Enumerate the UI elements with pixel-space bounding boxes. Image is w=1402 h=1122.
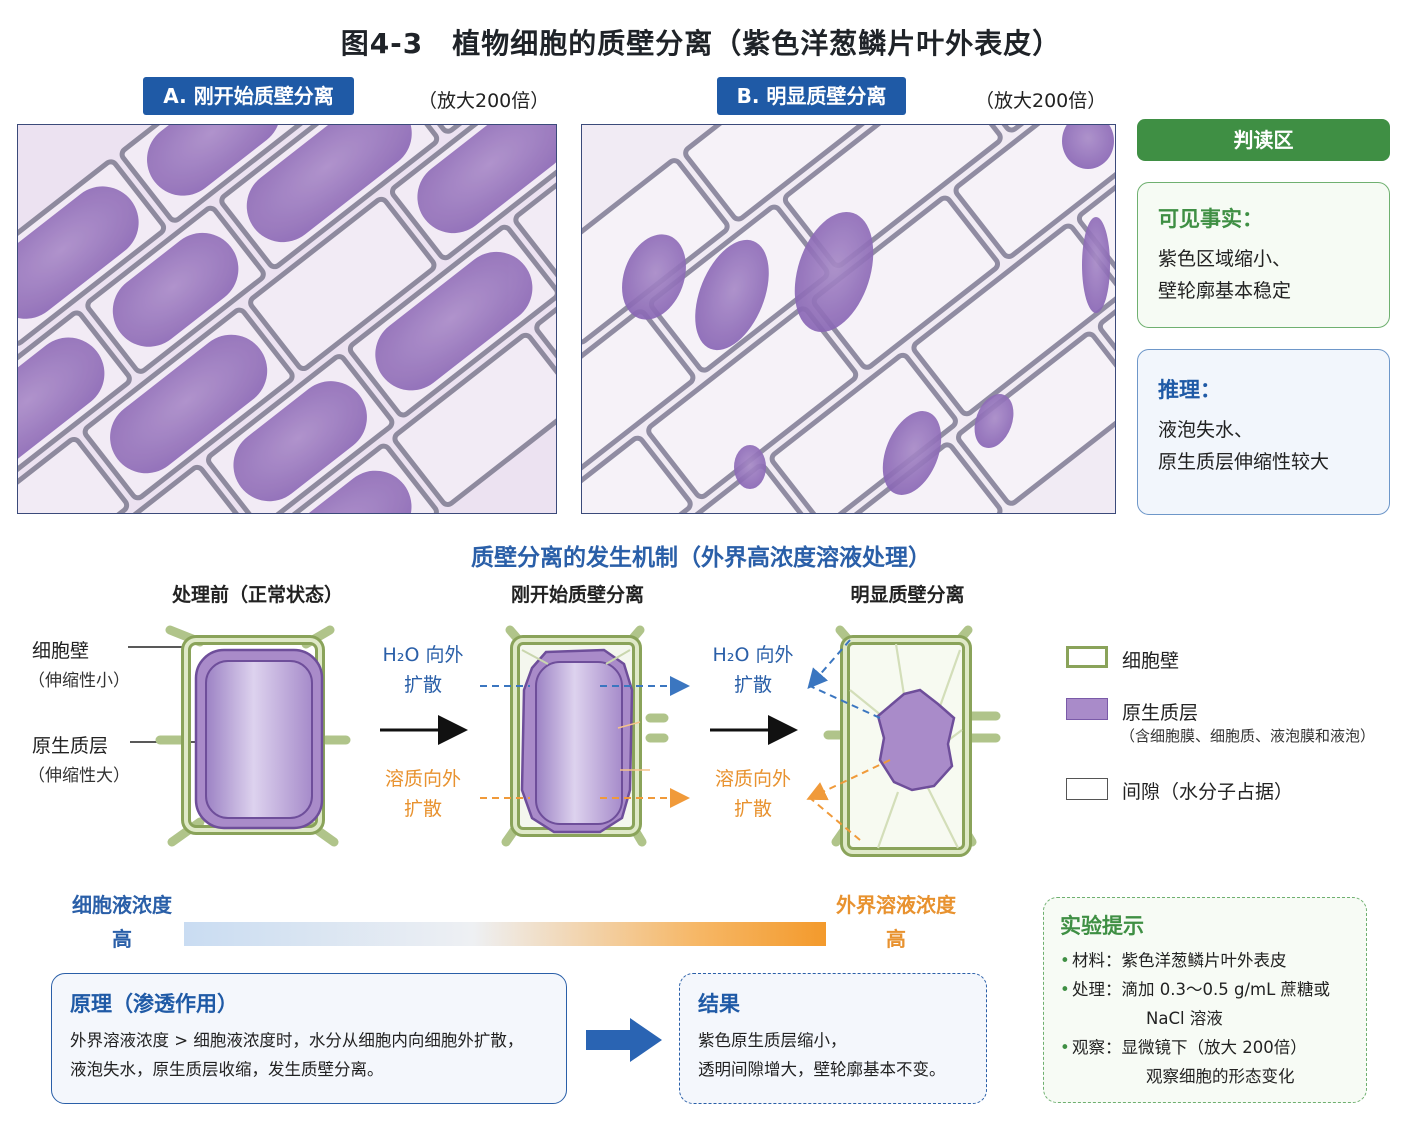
hint-continuation: NaCl 溶液 xyxy=(1146,1009,1223,1028)
hint-item: • 观察： 显微镜下（放大 200倍） xyxy=(1060,1033,1350,1062)
bullet-icon: • xyxy=(1060,1038,1070,1057)
hint-continuation: 观察细胞的形态变化 xyxy=(1146,1067,1295,1086)
facts-line: 紫色区域缩小、 xyxy=(1158,248,1292,270)
legend-protoplast: 原生质层 xyxy=(1122,702,1199,724)
hint-item: • 材料： 紫色洋葱鳞片叶外表皮 xyxy=(1060,946,1350,975)
right-arrow-icon xyxy=(586,1018,662,1062)
label-cell-wall-sub: （伸缩性小） xyxy=(28,671,130,691)
hint-title: 实验提示 xyxy=(1060,914,1144,938)
solute-flow-line: 溶质向外 xyxy=(384,768,461,790)
hint-key: 处理： xyxy=(1072,980,1122,999)
external-concentration-label: 外界溶液浓度 xyxy=(836,893,956,917)
panel-b-tag: B. 明显质壁分离 xyxy=(717,77,906,115)
label-cell-wall: 细胞壁 xyxy=(32,640,90,662)
solute-flow-line: 溶质向外 xyxy=(714,768,791,790)
hint-value: 滴加 0.3～0.5 g/mL 蔗糖或 xyxy=(1121,980,1331,999)
water-flow-label-2: H₂O 向外 扩散 xyxy=(696,640,810,700)
legend-swatch-cell-wall xyxy=(1066,646,1108,668)
cell-sap-concentration-label: 细胞液浓度 xyxy=(72,893,172,917)
solute-arrow xyxy=(809,797,861,841)
legend-swatch-protoplast xyxy=(1066,698,1108,720)
inference-box: 推理： 液泡失水、 原生质层伸缩性较大 xyxy=(1137,349,1390,515)
hint-key: 材料： xyxy=(1072,951,1122,970)
panel-b-magnification: （放大200倍） xyxy=(975,90,1107,112)
water-flow-label-1: H₂O 向外 扩散 xyxy=(366,640,480,700)
external-concentration-level: 高 xyxy=(886,927,906,951)
cell-sap-concentration: 细胞液浓度 高 xyxy=(60,888,184,956)
solute-arrow xyxy=(806,759,891,801)
principle-title: 原理（渗透作用） xyxy=(70,992,238,1016)
facts-box: 可见事实： 紫色区域缩小、 壁轮廓基本稳定 xyxy=(1137,182,1390,328)
water-flow-line: H₂O 向外 xyxy=(712,644,794,666)
water-arrow xyxy=(809,685,881,719)
result-title: 结果 xyxy=(698,992,740,1016)
inference-title: 推理： xyxy=(1158,378,1221,402)
inference-line: 液泡失水、 xyxy=(1158,419,1254,441)
cell-normal xyxy=(155,625,351,847)
micrograph-b xyxy=(581,124,1116,514)
principle-line: 液泡失水，原生质层收缩，发生质壁分离。 xyxy=(70,1060,384,1079)
external-concentration: 外界溶液浓度 高 xyxy=(826,888,966,956)
water-flow-line: H₂O 向外 xyxy=(382,644,464,666)
legend-swatch-gap xyxy=(1066,778,1108,800)
solute-flow-label-1: 溶质向外 扩散 xyxy=(366,764,480,824)
solute-flow-label-2: 溶质向外 扩散 xyxy=(696,764,810,824)
water-flow-line: 扩散 xyxy=(403,674,442,696)
principle-box: 原理（渗透作用） 外界溶液浓度 > 细胞液浓度时，水分从细胞内向细胞外扩散， 液… xyxy=(51,973,567,1104)
cell-early xyxy=(501,625,669,847)
inference-line: 原生质层伸缩性较大 xyxy=(1158,451,1330,473)
water-flow-line: 扩散 xyxy=(733,674,772,696)
hint-value: 显微镜下（放大 200倍） xyxy=(1121,1038,1307,1057)
micrograph-a xyxy=(17,124,557,514)
figure-title: 图4-3 植物细胞的质壁分离（紫色洋葱鳞片叶外表皮） xyxy=(340,27,1062,60)
legend-protoplast-sub: （含细胞膜、细胞质、液泡膜和液泡） xyxy=(1120,727,1376,745)
stage-label-before: 处理前（正常状态） xyxy=(171,584,343,606)
stage-label-obvious: 明显质壁分离 xyxy=(850,584,965,606)
hint-item: • 处理： 滴加 0.3～0.5 g/mL 蔗糖或 xyxy=(1060,975,1350,1004)
judge-area-header: 判读区 xyxy=(1137,119,1390,161)
experiment-hint-box: 实验提示 • 材料： 紫色洋葱鳞片叶外表皮 • 处理： 滴加 0.3～0.5 g… xyxy=(1043,897,1367,1103)
hint-value: 紫色洋葱鳞片叶外表皮 xyxy=(1121,951,1287,970)
stage-label-early: 刚开始质壁分离 xyxy=(510,584,644,606)
hint-key: 观察： xyxy=(1072,1038,1122,1057)
solute-arrow xyxy=(617,721,641,729)
panel-a-tag: A. 刚开始质壁分离 xyxy=(143,77,354,115)
principle-line: 外界溶液浓度 > 细胞液浓度时，水分从细胞内向细胞外扩散， xyxy=(70,1031,524,1050)
bullet-icon: • xyxy=(1060,980,1070,999)
solute-flow-line: 扩散 xyxy=(733,798,772,820)
solute-flow-line: 扩散 xyxy=(403,798,442,820)
result-box: 结果 紫色原生质层缩小， 透明间隙增大，壁轮廓基本不变。 xyxy=(679,973,987,1104)
cell-obvious xyxy=(823,625,1001,857)
mechanism-title: 质壁分离的发生机制（外界高浓度溶液处理） xyxy=(471,545,931,571)
result-line: 紫色原生质层缩小， xyxy=(698,1031,847,1050)
panel-a-magnification: （放大200倍） xyxy=(418,90,550,112)
bullet-icon: • xyxy=(1060,951,1070,970)
label-protoplast: 原生质层 xyxy=(32,735,109,757)
label-protoplast-sub: （伸缩性大） xyxy=(28,766,130,786)
legend-cell-wall: 细胞壁 xyxy=(1122,650,1180,672)
facts-title: 可见事实： xyxy=(1158,207,1263,231)
facts-line: 壁轮廓基本稳定 xyxy=(1158,280,1292,302)
mechanism-diagram xyxy=(128,625,1001,857)
legend-gap: 间隙（水分子占据） xyxy=(1122,781,1294,803)
water-arrow xyxy=(807,639,851,690)
cell-sap-concentration-level: 高 xyxy=(112,927,132,951)
result-line: 透明间隙增大，壁轮廓基本不变。 xyxy=(698,1060,946,1079)
concentration-gradient-bar xyxy=(184,922,826,946)
